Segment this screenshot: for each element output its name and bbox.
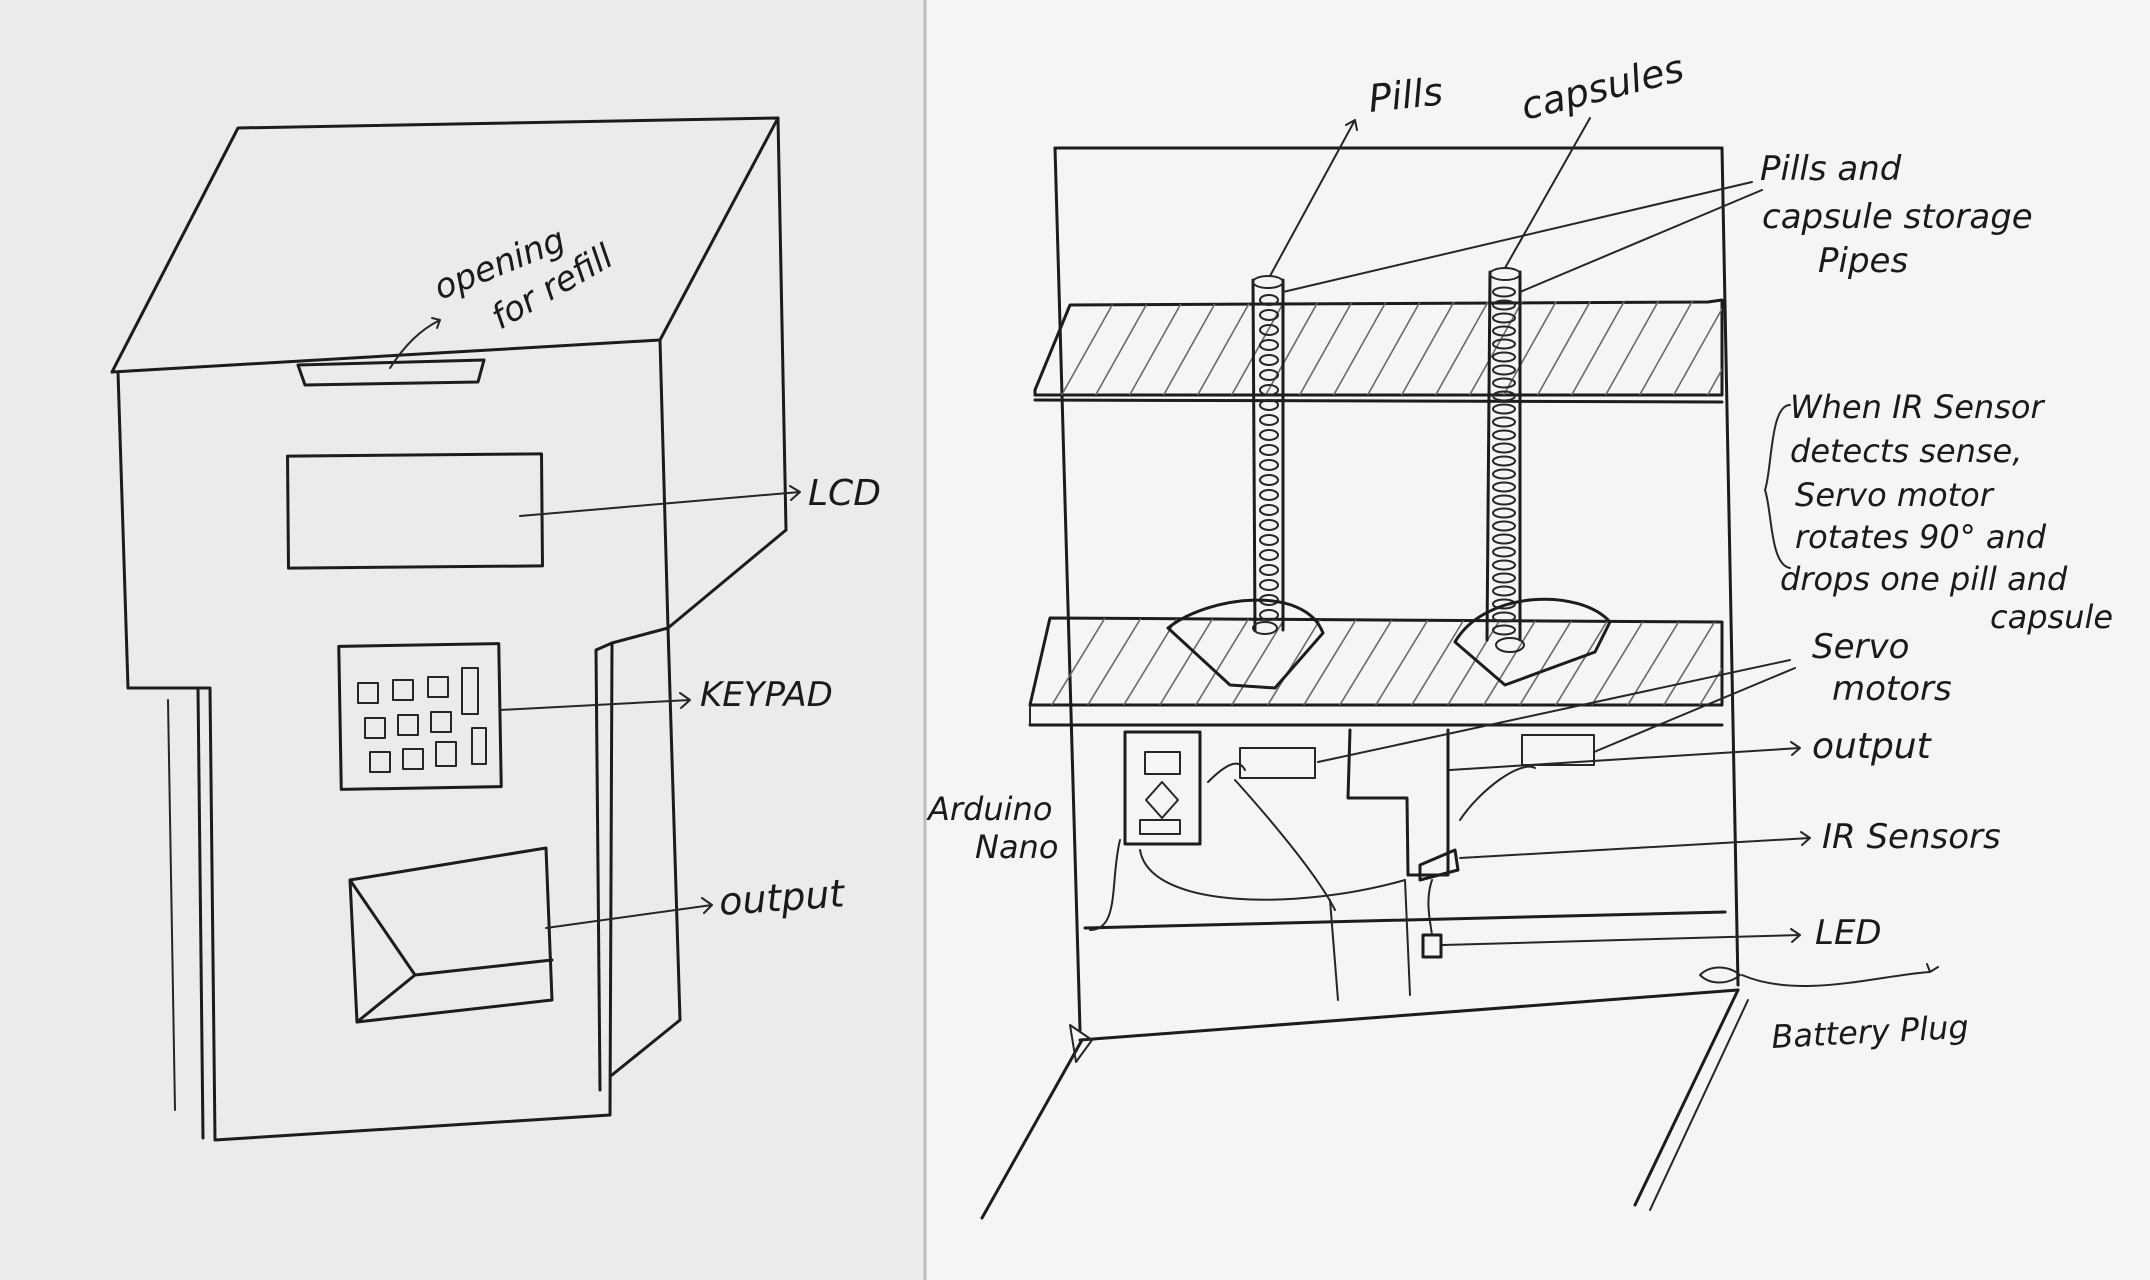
upper-shelf-front xyxy=(1035,400,1722,402)
label-note-line1: When IR Sensor xyxy=(1790,388,2045,426)
label-servo-line1: Servo xyxy=(1812,627,1909,667)
label-arduino-line1: Arduino xyxy=(926,790,1052,828)
label-output-right: output xyxy=(1812,726,1933,767)
label-arduino-line2: Nano xyxy=(975,828,1058,866)
label-pills: Pills xyxy=(1366,69,1445,121)
label-output-left: output xyxy=(718,871,848,924)
label-note-line3: Servo motor xyxy=(1795,476,1995,514)
label-keypad: KEYPAD xyxy=(700,675,833,715)
label-servo-line2: motors xyxy=(1832,669,1952,709)
label-note-line4: rotates 90° and xyxy=(1795,518,2047,556)
pills-pipe-left-wall xyxy=(1253,280,1255,630)
right-paper xyxy=(925,0,2150,1280)
label-ir-sensors: IR Sensors xyxy=(1822,817,2001,857)
label-note-line5: drops one pill and xyxy=(1780,560,2068,598)
label-storage-line2: capsule storage xyxy=(1762,197,2033,237)
label-note-line6: capsule xyxy=(1990,598,2113,636)
left-paper xyxy=(0,0,925,1280)
label-led: LED xyxy=(1815,913,1882,953)
label-note-line2: detects sense, xyxy=(1790,432,2022,470)
label-lcd: LCD xyxy=(808,473,881,514)
label-storage-line1: Pills and xyxy=(1760,149,1902,189)
label-storage-line3: Pipes xyxy=(1818,241,1908,281)
